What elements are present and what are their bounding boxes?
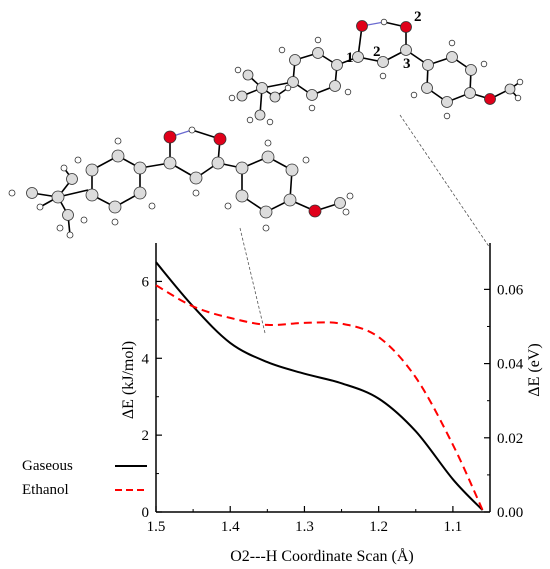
legend-label-gaseous: Gaseous [22,458,73,474]
legend: Gaseous Ethanol [22,458,147,498]
y-axis-label: ΔE (kJ/mol) [120,341,137,419]
series-line-gaseous [155,261,484,511]
leader-line-right [399,114,491,249]
y2-axis-label: ΔE (eV) [526,343,543,396]
y2-tick-label: 0.00 [497,505,523,521]
molecule-structure-left [31,129,341,236]
y2-tick-label: 0.04 [497,357,524,373]
y-tick-label: 4 [142,351,150,367]
y2-tick-label: 0.06 [497,282,524,298]
y-tick-label: 0 [142,505,150,521]
atom-label-1: 1 [346,50,354,66]
x-tick-label: 1.2 [369,519,388,535]
y2-tick-label: 0.02 [497,431,523,447]
x-tick-label: 1.5 [147,519,166,535]
legend-label-ethanol: Ethanol [22,482,69,498]
x-axis-label: O2---H Coordinate Scan (Å) [230,547,414,565]
atoms-left [8,126,354,239]
atom-label-3: 3 [403,56,411,72]
chart-plot-area [155,261,484,511]
x-tick-label: 1.4 [221,519,240,535]
atoms-right [228,18,524,126]
chart-axes [155,243,491,513]
y-tick-label: 2 [142,428,150,444]
leader-line-left [239,227,266,334]
atom-labels: 1 2 3 2 [346,9,422,72]
molecule-structure-right [241,21,521,116]
x-tick-label: 1.1 [444,519,463,535]
atom-label-oxygen-2: 2 [414,9,422,25]
y-tick-label: 6 [142,274,150,290]
atom-label-2: 2 [373,44,381,60]
chart-ticks: 1.5 1.4 1.3 1.2 1.1 0 2 4 6 0.00 0.02 0.04 0.06 [142,274,524,535]
x-tick-label: 1.3 [295,519,314,535]
